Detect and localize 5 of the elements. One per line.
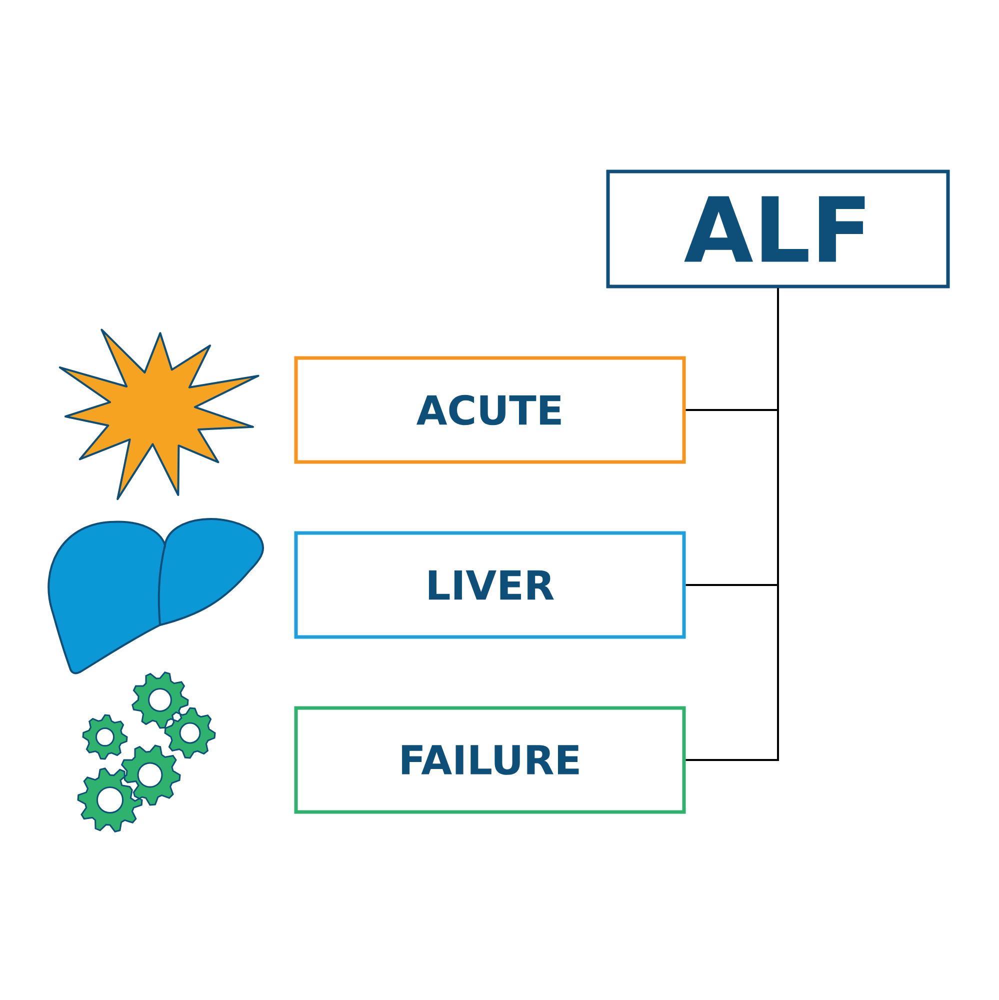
- term-box: FAILURE: [294, 706, 686, 814]
- term-box: ACUTE: [294, 356, 686, 464]
- title-box: ALF: [606, 170, 950, 288]
- term-box: LIVER: [294, 531, 686, 639]
- connector-line: [686, 288, 779, 761]
